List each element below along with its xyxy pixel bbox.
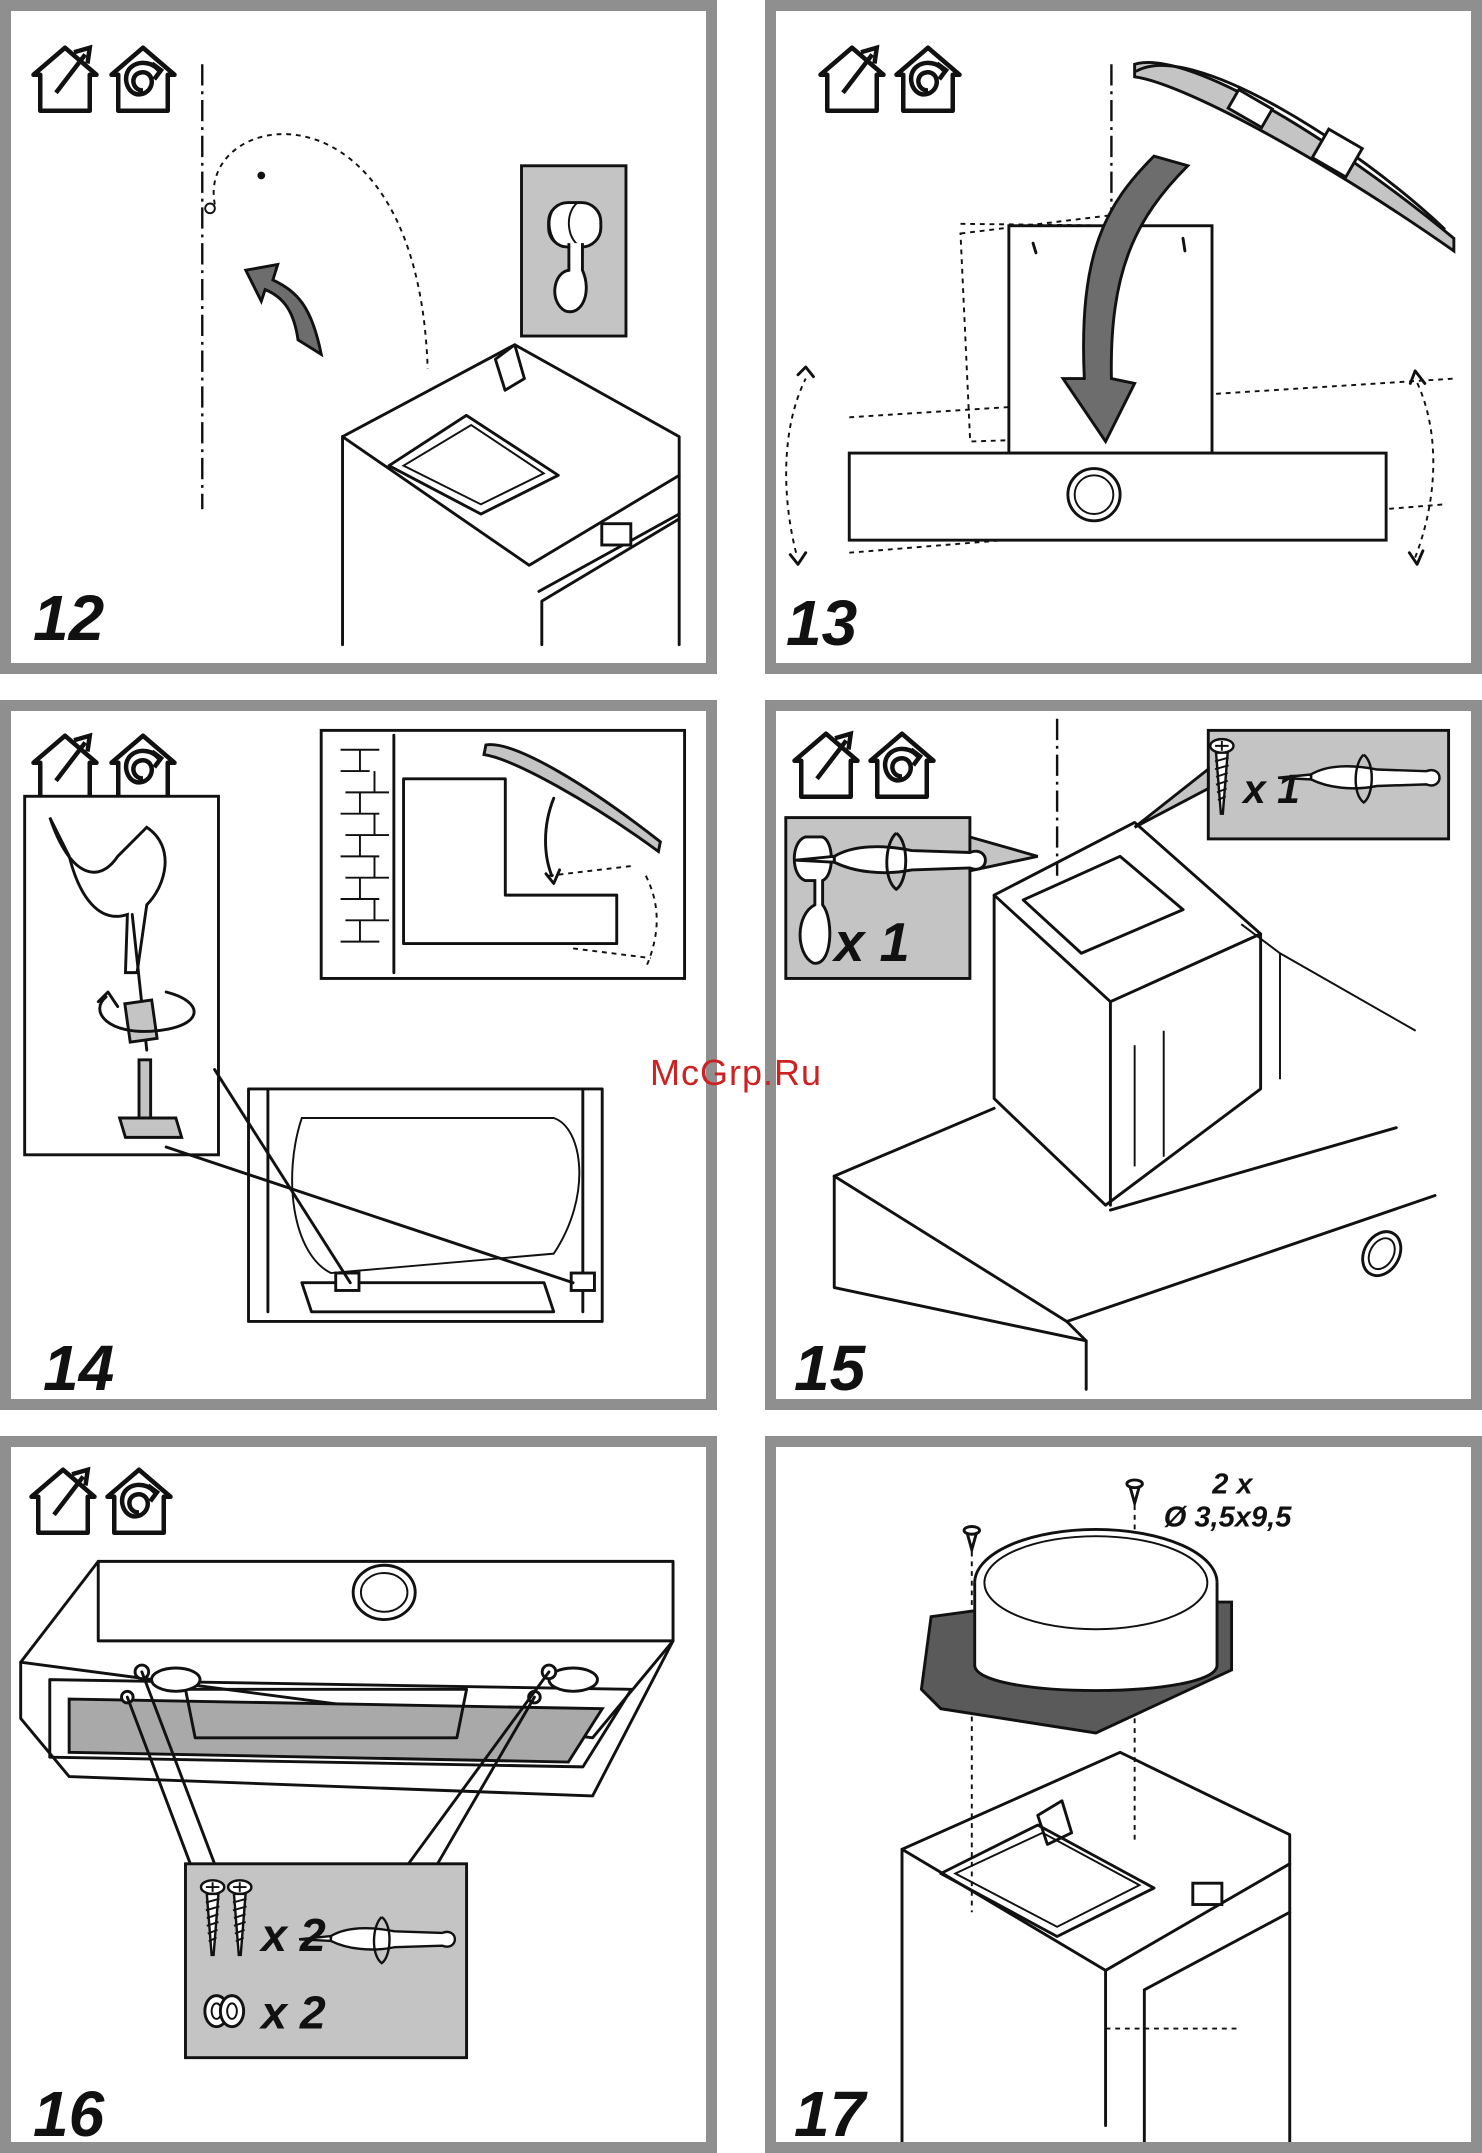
step-number: 17	[794, 2082, 865, 2146]
hood-hanging-illustration	[11, 11, 706, 663]
outlet-flange-illustration: 2 x Ø 3,5x9,5	[776, 1447, 1471, 2142]
hood-underside-fixing-illustration: x 2 x 2	[11, 1447, 706, 2142]
bracket-levelling-illustration	[11, 711, 706, 1399]
step-number: 12	[33, 586, 104, 650]
step-number: 13	[786, 591, 857, 655]
step-12-panel: 12	[0, 0, 717, 674]
step-16-screw-qty: x 2	[258, 1909, 326, 1961]
step-16-washer-qty: x 2	[258, 1987, 326, 2039]
step-15-bracket-qty: x 1	[831, 913, 909, 973]
step-17-panel: 2 x Ø 3,5x9,5 17	[765, 1436, 1482, 2153]
levelling-illustration	[776, 11, 1471, 663]
step-number: 15	[794, 1336, 865, 1400]
step-14-panel: 14	[0, 700, 717, 1410]
step-17-screw-size: Ø 3,5x9,5	[1164, 1501, 1292, 1533]
step-16-panel: x 2 x 2 16	[0, 1436, 717, 2153]
step-number: 16	[33, 2082, 104, 2146]
chimney-fixing-illustration: x 1 x 1	[776, 711, 1471, 1399]
step-13-panel: 13	[765, 0, 1482, 674]
step-15-panel: x 1 x 1 15	[765, 700, 1482, 1410]
watermark: McGrp.Ru	[650, 1052, 822, 1094]
step-17-screw-count: 2 x	[1211, 1469, 1254, 1501]
step-15-screw-qty: x 1	[1241, 766, 1300, 812]
step-number: 14	[43, 1336, 114, 1400]
